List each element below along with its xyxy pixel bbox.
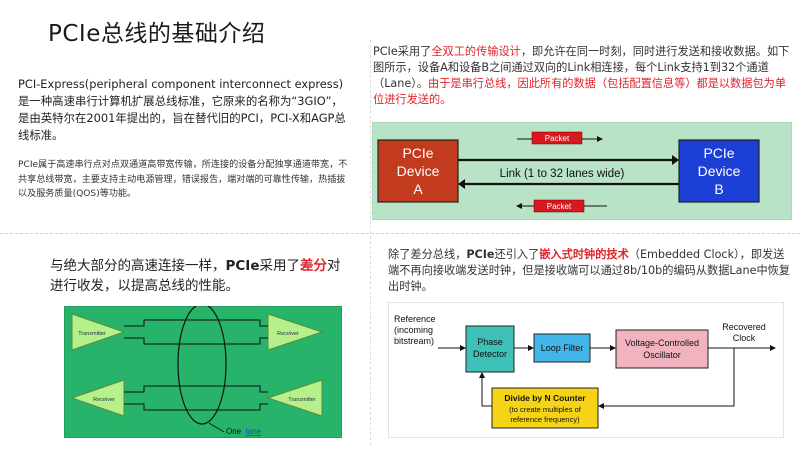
duplex-highlight-full-duplex: 全双工的传输设计: [431, 45, 521, 58]
diff-highlight: 差分: [299, 258, 327, 274]
packet-top: [531, 131, 583, 145]
clock-text-pre: 除了差分总线，: [388, 248, 467, 261]
loop-filter-box: [533, 333, 591, 363]
receiver-top-triangle: [267, 313, 324, 351]
feedback-arrowhead-into-pd: [479, 372, 485, 378]
transmitter-top-label: Transmitter: [78, 331, 106, 337]
device-b-label-2: Device: [698, 163, 741, 179]
device-a-label-1: PCIe: [402, 145, 433, 161]
transmitter-top-triangle: [71, 313, 126, 351]
vco-box: [615, 329, 709, 369]
packet-bottom-arrowhead: [516, 203, 522, 209]
clock-highlight: 嵌入式时钟的技术: [539, 248, 629, 261]
clock-text-post: （Embedded Clock），即发送端不再向接收端发送时钟，但是接收端可以通…: [388, 248, 791, 293]
vco-output-arrowhead: [770, 345, 776, 351]
device-a-box: [377, 139, 459, 203]
divider-label-3: reference frequency): [510, 415, 580, 424]
lf-to-vco-arrowhead: [610, 345, 616, 351]
vco-label-1: Voltage-Controlled: [625, 338, 699, 348]
diff-text-pre: 与绝大部分的高速连接一样，: [50, 258, 226, 274]
link-arrow-left: [458, 179, 465, 189]
diff-wire-bottom-positive: [124, 385, 268, 393]
receiver-top-label: Receiver: [277, 331, 299, 337]
feedback-line-right: [604, 348, 735, 407]
phase-detector-box: [465, 325, 515, 373]
phase-detector-label-2: Detector: [473, 349, 507, 359]
horizontal-divider: [0, 233, 800, 234]
device-b-label-1: PCIe: [703, 145, 734, 161]
recovered-label-2: Clock: [733, 333, 756, 343]
intro-paragraph: PCI-Express(peripheral component interco…: [18, 77, 346, 142]
device-link-diagram: PCIe Device A PCIe Device B Link (1 to 3…: [372, 122, 792, 220]
differential-paragraph: 与绝大部分的高速连接一样，PCIe采用了差分对进行收发，以提高总线的性能。: [50, 256, 350, 296]
feedback-arrowhead-into-divider: [598, 403, 604, 409]
clock-recovery-diagram: Reference (incoming bitstream) Phase Det…: [388, 302, 784, 438]
diff-text-post: 对进行收发，以提高总线的性能。: [50, 258, 341, 294]
clock-text-mid: 还引入了: [494, 248, 540, 261]
vco-label-2: Oscillator: [643, 350, 681, 360]
differential-pair-diagram: Transmitter Receiver Receiver Transmitte…: [64, 306, 342, 438]
features-paragraph: PCIe属于高速串行点对点双通道高带宽传输，所连接的设备分配独享通道带宽，不共享…: [18, 160, 348, 199]
device-b-box: [678, 139, 760, 203]
transmitter-bottom-triangle: [266, 379, 323, 417]
duplex-text-pre: PCIe采用了: [373, 45, 432, 58]
duplex-highlight-packets: 由于是串行总线，因此所有的数据（包括配置信息等）都是以数据包为单位进行发送的。: [373, 77, 787, 106]
duplex-paragraph: PCIe采用了全双工的传输设计，即允许在同一时刻，同时进行发送和接收数据。如下图…: [373, 44, 793, 108]
receiver-bottom-label: Receiver: [93, 397, 115, 403]
divider-label-1: Divide by N Counter: [504, 393, 586, 403]
diff-wire-top-positive: [124, 319, 268, 327]
packet-bottom: [533, 199, 585, 213]
transmitter-bottom-label: Transmitter: [288, 397, 316, 403]
diff-text-pcie: PCIe: [225, 258, 260, 274]
page-title: PCIe总线的基础介绍: [48, 21, 266, 47]
packet-top-label: Packet: [545, 134, 570, 143]
lane-pointer: [208, 422, 225, 433]
embedded-clock-paragraph: 除了差分总线，PCIe还引入了嵌入式时钟的技术（Embedded Clock），…: [388, 247, 793, 295]
loop-filter-label: Loop Filter: [541, 343, 584, 353]
receiver-bottom-triangle: [70, 379, 125, 417]
vertical-divider: [370, 40, 371, 445]
diff-text-mid: 采用了: [259, 258, 300, 274]
diff-wire-top-negative: [124, 337, 268, 345]
link-label: Link (1 to 32 lanes wide): [500, 168, 625, 180]
lane-ellipse: [177, 306, 227, 425]
packet-top-arrowhead: [597, 136, 603, 142]
feedback-line-left: [481, 378, 492, 407]
clock-text-pcie: PCIe: [466, 248, 495, 261]
lane-label: lane: [246, 427, 262, 436]
device-a-label-2: Device: [397, 163, 440, 179]
reference-label-1: Reference: [394, 314, 436, 324]
reference-label-2: (incoming: [394, 325, 433, 335]
duplex-text-mid: ，即允许在同一时刻，同时进行发送和接收数据。如下图所示，设备A和设备B之间通过双…: [373, 45, 790, 90]
diff-wire-bottom-negative: [124, 403, 268, 411]
ref-arrowhead: [460, 345, 466, 351]
pd-to-lf-arrowhead: [528, 345, 534, 351]
reference-label-3: bitstream): [394, 336, 434, 346]
divider-label-2: (to create multiples of: [509, 405, 582, 414]
link-arrow-right: [672, 155, 679, 165]
one-label: One: [226, 427, 242, 436]
packet-bottom-label: Packet: [547, 202, 572, 211]
device-b-label-3: B: [714, 181, 723, 197]
phase-detector-label-1: Phase: [477, 337, 503, 347]
divider-box: [491, 387, 599, 429]
recovered-label-1: Recovered: [722, 322, 766, 332]
device-a-label-3: A: [413, 181, 423, 197]
